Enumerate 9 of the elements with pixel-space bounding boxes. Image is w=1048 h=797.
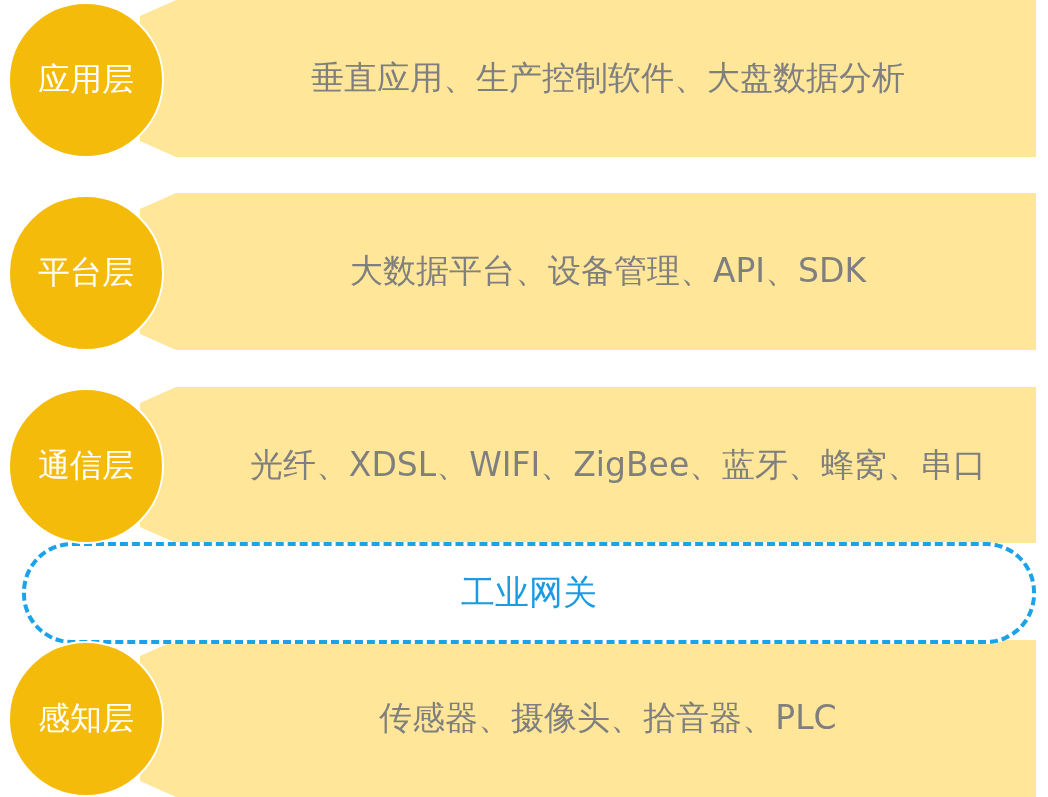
gateway-box: 工业网关 [22,542,1036,644]
layer-band: 传感器、摄像头、拾音器、PLC [140,640,1036,797]
layer-circle: 感知层 [8,641,164,797]
layer-circle: 通信层 [8,388,164,544]
layer-band: 光纤、XDSL、WIFI、ZigBee、蓝牙、蜂窝、串口 [140,387,1036,543]
layer-band: 垂直应用、生产控制软件、大盘数据分析 [140,0,1036,157]
layer-circle: 平台层 [8,195,164,351]
layer-band: 大数据平台、设备管理、API、SDK [140,193,1036,350]
layer-circle: 应用层 [8,2,164,158]
